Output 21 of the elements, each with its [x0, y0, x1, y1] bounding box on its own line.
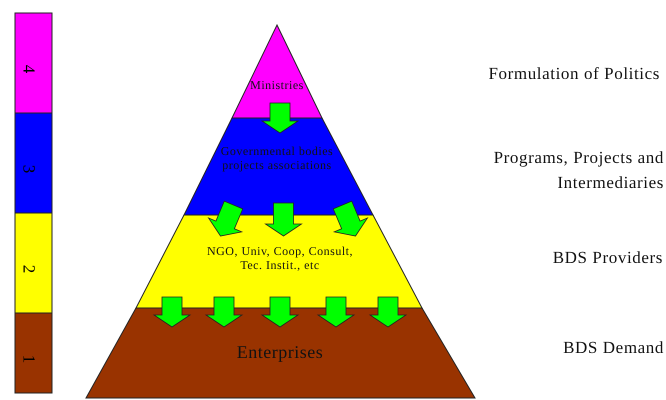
level-number: 2 [18, 264, 38, 273]
block-arrow [368, 296, 408, 328]
block-arrow [260, 296, 300, 328]
level-number: 3 [18, 164, 38, 173]
tier-label: Enterprises [236, 342, 324, 363]
level-number: 1 [18, 354, 38, 363]
tier-label: NGO, Univ, Coop, Consult, Tec. Instit., etc [206, 245, 354, 273]
level-description: BDS Providers [552, 247, 663, 269]
tier-label: Governmental bodies projects associations [220, 145, 334, 173]
tier-label: Ministries [249, 79, 305, 93]
block-arrow [152, 296, 192, 328]
block-arrow [260, 102, 300, 134]
block-arrow [316, 296, 356, 328]
block-arrow [264, 202, 303, 236]
block-arrow [204, 296, 244, 328]
block-arrow [207, 200, 244, 236]
level-description: BDS Demand [562, 337, 664, 359]
level-description: Programs, Projects and Intermediaries [492, 147, 664, 194]
level-number: 4 [18, 64, 38, 73]
block-arrow [332, 200, 369, 236]
level-description: Formulation of Politics [487, 63, 660, 85]
